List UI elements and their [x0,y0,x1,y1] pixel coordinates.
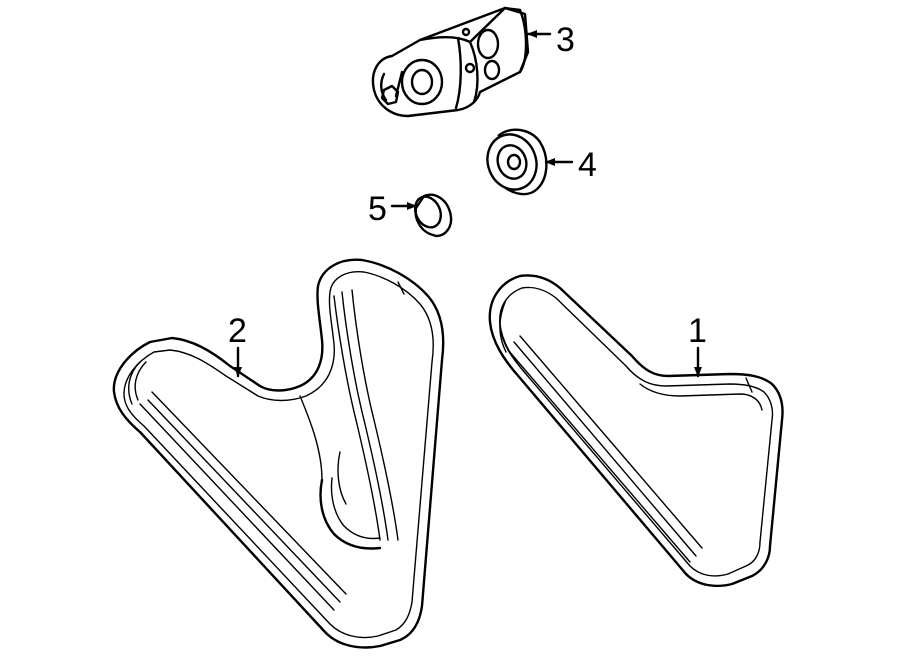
tensioner-part[interactable] [371,6,530,118]
belt-2-part[interactable] [112,258,445,649]
idler-pulley-part[interactable] [480,127,548,196]
callout-5[interactable]: 5 [368,190,387,228]
dust-cap-part[interactable] [410,192,453,238]
callout-2[interactable]: 2 [228,312,247,350]
callout-1[interactable]: 1 [688,312,707,350]
callout-4[interactable]: 4 [578,146,597,184]
belt-1-part[interactable] [488,274,784,588]
callout-3[interactable]: 3 [556,21,575,59]
